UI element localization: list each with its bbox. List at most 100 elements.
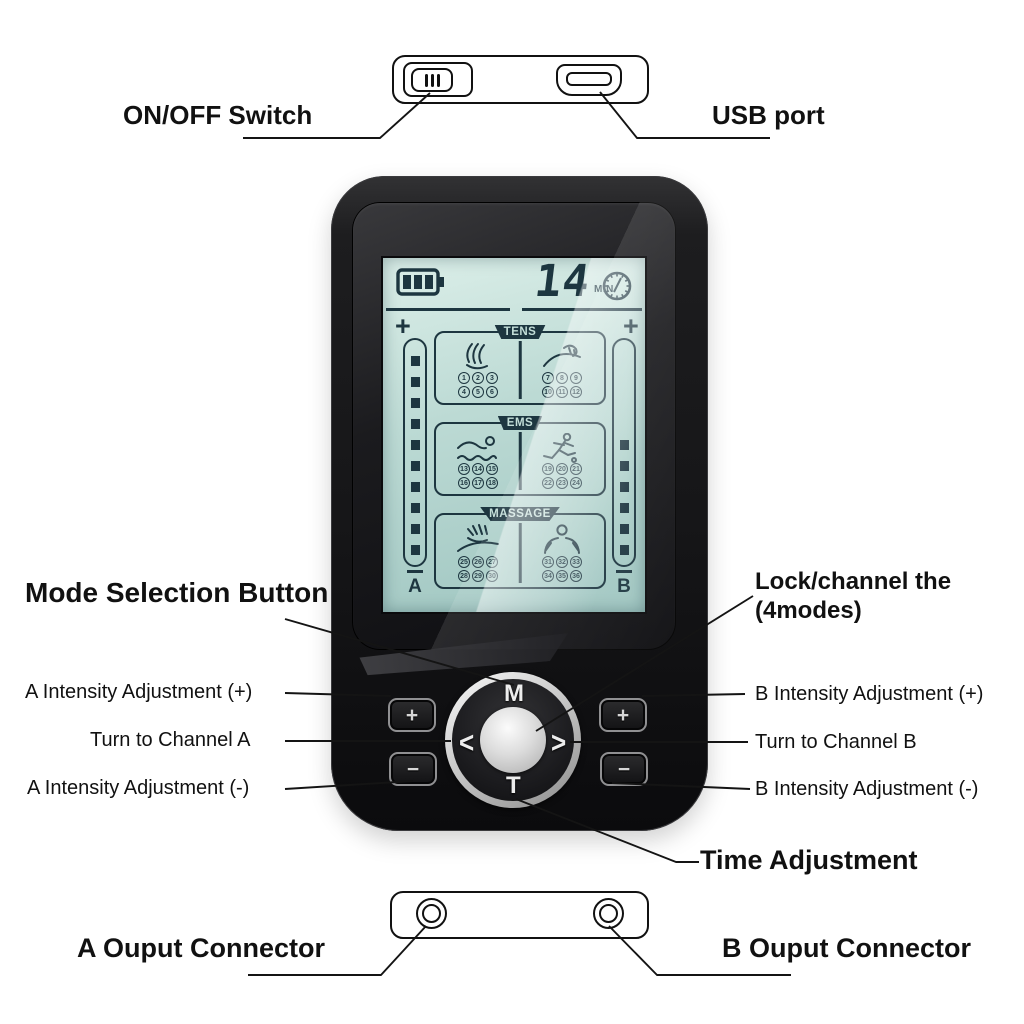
a-intensity-minus-label: A Intensity Adjustment (-) bbox=[27, 777, 250, 799]
usb-port[interactable] bbox=[556, 64, 622, 96]
lcd-screen: 14 MIN + A + bbox=[383, 258, 645, 612]
a-intensity-plus-label: A Intensity Adjustment (+) bbox=[25, 681, 253, 703]
intensity-segment bbox=[619, 503, 629, 513]
mode-number-6[interactable]: 6 bbox=[486, 386, 498, 398]
mode-number-19[interactable]: 19 bbox=[542, 463, 554, 475]
usb-port-label: USB port bbox=[712, 100, 825, 130]
mode-number-9[interactable]: 9 bbox=[570, 372, 582, 384]
mode-number-36[interactable]: 36 bbox=[570, 570, 582, 582]
intensity-segment bbox=[619, 545, 629, 555]
a-intensity-minus-button[interactable]: − bbox=[389, 752, 437, 786]
intensity-segment bbox=[619, 482, 629, 492]
mode-number-11[interactable]: 11 bbox=[556, 386, 568, 398]
mode-selection-label: Mode Selection Button bbox=[25, 577, 329, 608]
b-output-jack[interactable] bbox=[593, 898, 624, 929]
intensity-segment bbox=[619, 461, 629, 471]
time-button[interactable]: T bbox=[506, 772, 521, 799]
lock-channel-button[interactable] bbox=[480, 707, 546, 773]
mode-number-8[interactable]: 8 bbox=[556, 372, 568, 384]
mode-number-26[interactable]: 26 bbox=[472, 556, 484, 568]
usb-slot-icon bbox=[566, 72, 612, 86]
mode-number-14[interactable]: 14 bbox=[472, 463, 484, 475]
intensity-segment bbox=[410, 524, 420, 534]
mode-number-2[interactable]: 2 bbox=[472, 372, 484, 384]
mode-number-17[interactable]: 17 bbox=[472, 477, 484, 489]
channel-b-letter: B bbox=[617, 576, 631, 597]
intensity-segment bbox=[410, 356, 420, 366]
mode-number-15[interactable]: 15 bbox=[486, 463, 498, 475]
mode-number-27[interactable]: 27 bbox=[486, 556, 498, 568]
lock-channel-label: Lock/channel the (4modes) bbox=[755, 567, 951, 625]
mode-number-1[interactable]: 1 bbox=[458, 372, 470, 384]
b-intensity-plus-button[interactable]: + bbox=[599, 698, 647, 732]
mode-number-22[interactable]: 22 bbox=[542, 477, 554, 489]
clock-icon bbox=[602, 271, 632, 301]
b-intensity-minus-label: B Intensity Adjustment (-) bbox=[755, 778, 979, 800]
intensity-segment bbox=[619, 440, 629, 450]
channel-a-letter: A bbox=[408, 576, 422, 597]
mode-number-10[interactable]: 10 bbox=[542, 386, 554, 398]
intensity-segment bbox=[410, 482, 420, 492]
mode-button[interactable]: M bbox=[504, 680, 524, 707]
channel-left-button[interactable]: < bbox=[459, 724, 475, 760]
mode-number-3[interactable]: 3 bbox=[486, 372, 498, 384]
mode-number-21[interactable]: 21 bbox=[570, 463, 582, 475]
b-output-label: B Ouput Connector bbox=[722, 933, 971, 963]
mode-number-4[interactable]: 4 bbox=[458, 386, 470, 398]
mode-number-31[interactable]: 31 bbox=[542, 556, 554, 568]
mode-number-18[interactable]: 18 bbox=[486, 477, 498, 489]
mode-number-24[interactable]: 24 bbox=[570, 477, 582, 489]
channel-b-intensity-bar bbox=[612, 338, 636, 567]
screen-bezel: 14 MIN + A + bbox=[352, 202, 676, 650]
channel-right-button[interactable]: > bbox=[551, 724, 567, 760]
mode-number-28[interactable]: 28 bbox=[458, 570, 470, 582]
mode-number-32[interactable]: 32 bbox=[556, 556, 568, 568]
channel-b-plus-mark: + bbox=[623, 311, 639, 341]
mode-number-12[interactable]: 12 bbox=[570, 386, 582, 398]
timer-unit: MIN bbox=[593, 284, 614, 295]
mode-number-20[interactable]: 20 bbox=[556, 463, 568, 475]
mode-number-33[interactable]: 33 bbox=[570, 556, 582, 568]
intensity-segment bbox=[410, 545, 420, 555]
time-adjustment-label: Time Adjustment bbox=[700, 845, 918, 875]
intensity-segment bbox=[410, 503, 420, 513]
on-off-switch[interactable] bbox=[403, 62, 473, 97]
mode-number-23[interactable]: 23 bbox=[556, 477, 568, 489]
mode-number-34[interactable]: 34 bbox=[542, 570, 554, 582]
intensity-segment bbox=[410, 440, 420, 450]
mode-number-29[interactable]: 29 bbox=[472, 570, 484, 582]
mode-number-16[interactable]: 16 bbox=[458, 477, 470, 489]
switch-knob-icon[interactable] bbox=[411, 68, 453, 92]
treatment-timer: 14 MIN bbox=[531, 258, 614, 307]
timer-digits: 14 bbox=[531, 258, 594, 307]
on-off-switch-label: ON/OFF Switch bbox=[123, 100, 313, 130]
a-intensity-plus-button[interactable]: + bbox=[388, 698, 436, 732]
mode-number-25[interactable]: 25 bbox=[458, 556, 470, 568]
turn-channel-b-label: Turn to Channel B bbox=[755, 731, 917, 753]
swimmer-icon bbox=[457, 436, 497, 461]
channel-a-intensity-bar bbox=[403, 338, 427, 567]
b-intensity-plus-label: B Intensity Adjustment (+) bbox=[755, 683, 984, 705]
mode-number-35[interactable]: 35 bbox=[556, 570, 568, 582]
mode-number-7[interactable]: 7 bbox=[542, 372, 554, 384]
channel-a-plus-mark: + bbox=[395, 311, 411, 341]
back-massage-icon bbox=[457, 524, 499, 552]
mode-number-30[interactable]: 30 bbox=[486, 570, 498, 582]
mode-number-5[interactable]: 5 bbox=[472, 386, 484, 398]
mode-number-13[interactable]: 13 bbox=[458, 463, 470, 475]
tens-title: TENS bbox=[494, 325, 546, 339]
intensity-segment bbox=[619, 524, 629, 534]
shoulder-massage-icon bbox=[543, 344, 581, 367]
a-output-jack[interactable] bbox=[416, 898, 447, 929]
b-intensity-minus-button[interactable]: − bbox=[600, 752, 648, 786]
neck-massage-icon bbox=[544, 524, 580, 554]
